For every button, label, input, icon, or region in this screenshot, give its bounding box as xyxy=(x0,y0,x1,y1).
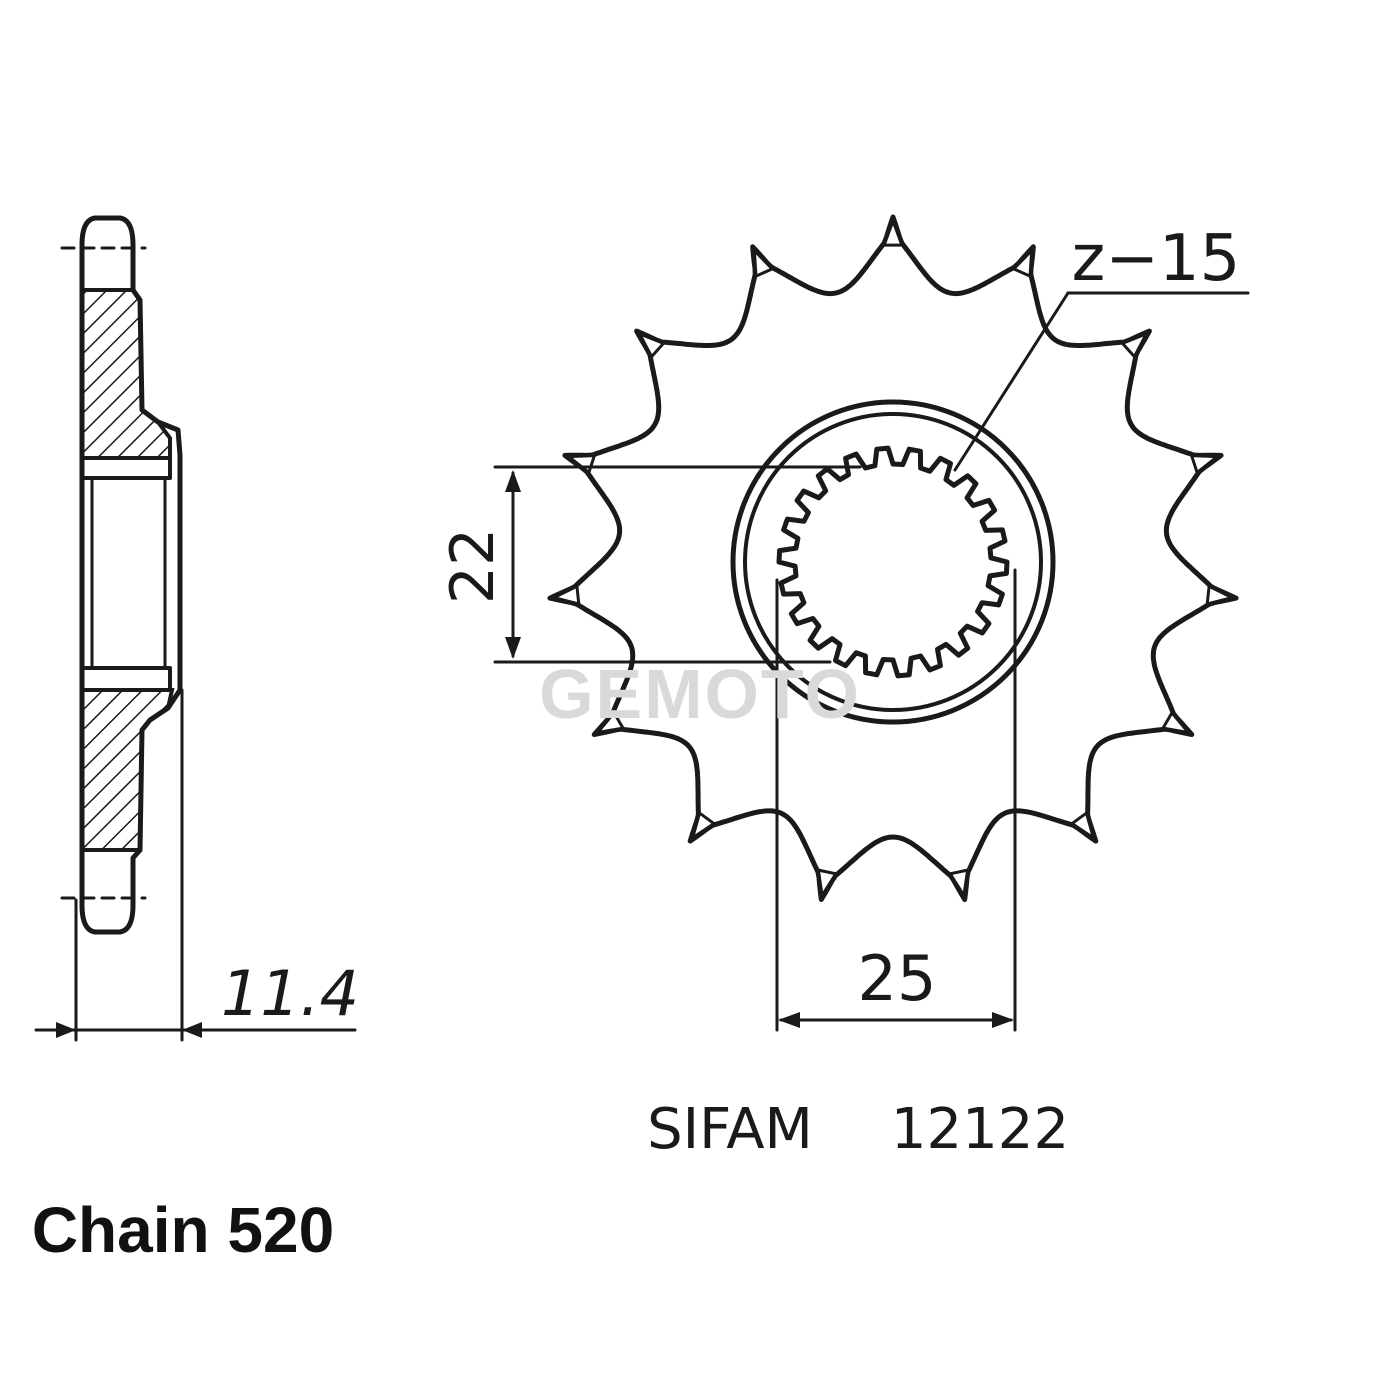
sprocket-outline xyxy=(547,214,1239,902)
inner-diameter-label: 22 xyxy=(438,528,508,604)
sprocket-side-view: 11.4 xyxy=(34,215,359,1042)
arrow-head xyxy=(505,637,521,659)
teeth-leader-line xyxy=(953,291,1070,472)
tooth-tip xyxy=(816,868,839,900)
watermark: GEMOTO xyxy=(539,655,861,733)
bore-upper-band xyxy=(80,456,172,480)
chain-size-label: Chain 520 xyxy=(32,1194,334,1266)
splined-bore xyxy=(776,445,1010,679)
bore-lower-band xyxy=(80,666,172,692)
tooth-tip xyxy=(1069,810,1096,842)
side-view-outline xyxy=(79,215,183,935)
tooth-tip xyxy=(593,710,626,735)
thickness-dimension-label: 11.4 xyxy=(221,957,359,1030)
arrow-head xyxy=(182,1022,202,1038)
arrow-head xyxy=(56,1022,76,1038)
outer-diameter-label: 25 xyxy=(858,942,937,1015)
tooth-tip xyxy=(752,246,775,279)
lower-hatched-section xyxy=(80,688,175,852)
tooth-tip xyxy=(947,868,970,900)
hub-outer-ring xyxy=(730,399,1056,725)
tooth-tip xyxy=(549,584,581,606)
part-number-label: 12122 xyxy=(891,1097,1069,1162)
hub-inner-ring xyxy=(743,412,1043,712)
teeth-count-label: z−15 xyxy=(1072,222,1241,296)
tooth-tip xyxy=(1189,454,1222,476)
tooth-tip xyxy=(881,216,905,247)
arrow-head xyxy=(778,1012,800,1028)
tooth-tip xyxy=(636,330,667,360)
tooth-tip xyxy=(690,810,717,842)
sprocket-front-view: 22 25 z−15 GEMOTO xyxy=(438,214,1250,1032)
tooth-tip xyxy=(1160,710,1193,735)
tooth-tip xyxy=(1011,246,1034,279)
tooth-tip xyxy=(1205,584,1237,606)
tooth-tips xyxy=(549,216,1237,900)
tooth-tip xyxy=(1119,330,1150,360)
upper-hatched-section xyxy=(80,288,172,460)
brand-label: SIFAM xyxy=(647,1097,813,1162)
arrow-head xyxy=(992,1012,1014,1028)
arrow-head xyxy=(505,470,521,492)
